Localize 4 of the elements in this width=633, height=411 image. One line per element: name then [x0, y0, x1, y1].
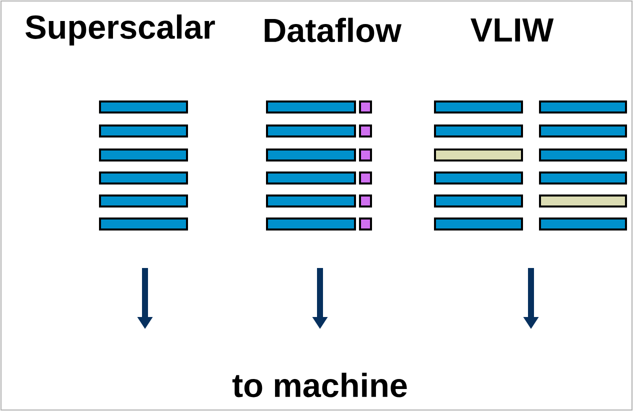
column-heading: Superscalar	[26, 14, 215, 46]
caption-text: to machine	[232, 372, 407, 398]
column-heading: Dataflow	[264, 18, 402, 42]
column-heading: VLIW	[470, 18, 554, 42]
